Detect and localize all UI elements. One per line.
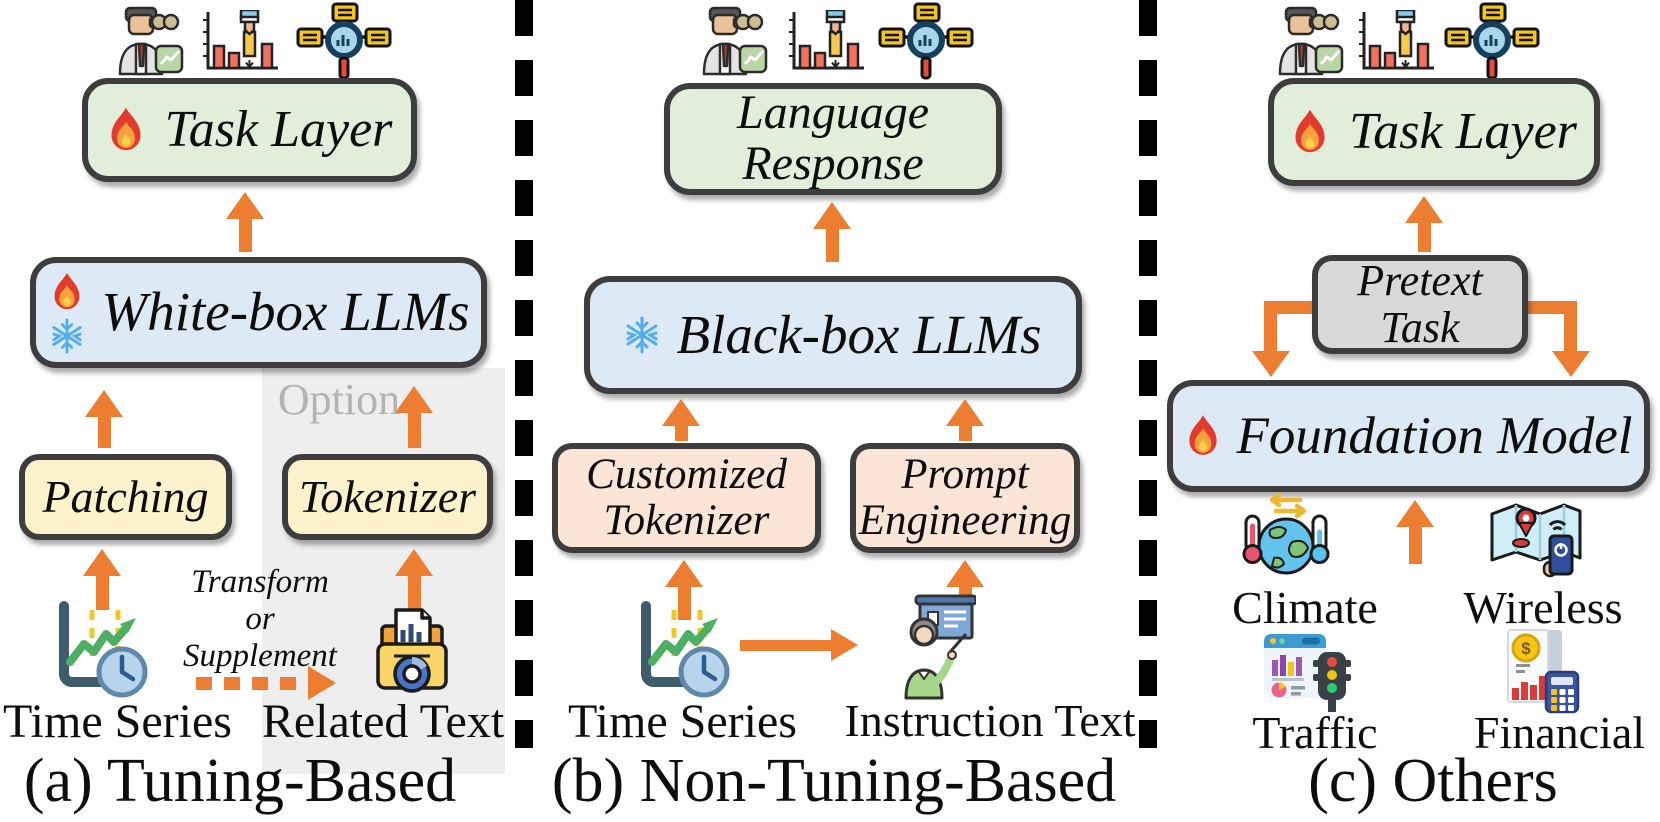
prompt-engineering-line2: Engineering — [858, 497, 1072, 544]
arrow-llm-to-response — [813, 202, 851, 262]
task-layer-label: Task Layer — [164, 101, 393, 159]
arrow-pretext-to-task — [1405, 196, 1443, 252]
anomaly-magnifier-icon — [878, 2, 974, 80]
elbow-arrow-right-horizontal — [1524, 301, 1577, 314]
white-box-llms-box: White-box LLMs — [30, 257, 487, 368]
wireless-icon — [1488, 498, 1584, 580]
foundation-model-box: Foundation Model — [1167, 380, 1650, 492]
caption-others: (c) Others — [1308, 747, 1558, 815]
white-box-llms-label: White-box LLMs — [101, 281, 470, 343]
black-box-llms-label: Black-box LLMs — [676, 303, 1042, 365]
arrow-llm-to-task — [226, 192, 264, 252]
climate-label: Climate — [1232, 582, 1378, 633]
panel-divider-right — [1139, 0, 1157, 748]
language-response-line2: Response — [742, 137, 924, 190]
instruction-person-icon — [886, 592, 976, 700]
transform-supplement-note: Transform or Supplement — [168, 564, 352, 675]
elbow-arrow-left-vertical — [1264, 301, 1277, 353]
climate-icon — [1240, 492, 1332, 580]
wireless-label: Wireless — [1463, 582, 1623, 633]
pretext-task-box: Pretext Task — [1312, 255, 1528, 354]
foundation-model-label: Foundation Model — [1236, 406, 1633, 465]
elbow-arrow-right-head — [1552, 351, 1590, 377]
financial-label: Financial — [1473, 707, 1646, 758]
elbow-arrow-right-vertical — [1564, 301, 1577, 353]
customized-tokenizer-box: Customized Tokenizer — [552, 443, 821, 553]
transform-note-line2: or — [245, 600, 275, 637]
time-series-label: Time Series — [3, 695, 232, 748]
arrow-patching-to-llm — [85, 390, 123, 448]
instruction-text-label: Instruction Text — [844, 695, 1136, 746]
task-layer-box: Task Layer — [82, 78, 417, 182]
time-series-icon — [52, 598, 152, 700]
pretext-task-line2: Task — [1380, 302, 1460, 352]
traffic-label: Traffic — [1252, 707, 1378, 758]
prompt-engineering-box: Prompt Engineering — [850, 443, 1080, 553]
arrow-domains-to-foundation — [1396, 500, 1434, 564]
imputation-chart-icon — [786, 10, 868, 74]
customized-tokenizer-line1: Customized — [586, 451, 787, 499]
panel-divider-left — [515, 0, 533, 748]
arrow-prompt-to-blackbox — [946, 399, 984, 441]
customized-tokenizer-line2: Tokenizer — [603, 497, 770, 544]
related-text-icon — [372, 602, 452, 696]
option-label: Option — [277, 375, 401, 424]
financial-icon — [1498, 626, 1582, 714]
option-region — [262, 368, 505, 774]
arrow-tokenizer-to-blackbox — [662, 399, 700, 441]
analyst-icon — [694, 6, 770, 76]
patching-box: Patching — [19, 454, 232, 540]
fire-icon — [107, 105, 145, 155]
language-response-box: Language Response — [664, 83, 1002, 195]
patching-label: Patching — [42, 470, 209, 522]
fire-icon — [1185, 413, 1221, 459]
caption-non-tuning-based: (b) Non-Tuning-Based — [551, 747, 1117, 815]
pretext-task-line1: Pretext — [1357, 255, 1483, 305]
black-box-llms-box: Black-box LLMs — [584, 276, 1082, 394]
analyst-icon — [110, 6, 186, 76]
time-series-label: Time Series — [568, 695, 797, 748]
caption-tuning-based: (a) Tuning-Based — [23, 747, 457, 815]
snowflake-icon — [624, 315, 660, 355]
imputation-chart-icon — [1356, 10, 1438, 74]
fire-icon — [1291, 107, 1329, 157]
language-response-line1: Language — [737, 86, 929, 140]
anomaly-magnifier-icon — [1444, 2, 1540, 80]
traffic-icon — [1262, 626, 1352, 714]
transform-note-line1: Transform — [191, 564, 329, 600]
analyst-icon — [1270, 6, 1346, 76]
dashed-arrow-transform — [196, 666, 336, 700]
task-layer-label: Task Layer — [1349, 103, 1577, 161]
arrow-timeseries-to-instruction — [740, 629, 858, 661]
arrow-timeseries-to-tokenizer — [665, 560, 703, 620]
arrow-timeseries-to-patching — [83, 549, 121, 610]
task-layer-box: Task Layer — [1268, 78, 1600, 186]
fire-icon — [50, 271, 84, 313]
tokenizer-box: Tokenizer — [282, 454, 493, 540]
related-text-label: Related Text — [261, 695, 505, 748]
time-series-icon — [634, 598, 734, 700]
elbow-arrow-left-head — [1252, 351, 1290, 377]
anomaly-magnifier-icon — [296, 2, 392, 80]
prompt-engineering-line1: Prompt — [901, 451, 1029, 499]
arrow-tokenizer-to-llm — [395, 386, 433, 448]
tokenizer-label: Tokenizer — [298, 470, 477, 522]
imputation-chart-icon — [200, 10, 282, 74]
arrow-relatedtext-to-tokenizer — [395, 549, 433, 610]
elbow-arrow-left-horizontal — [1264, 301, 1316, 314]
snowflake-icon — [50, 317, 84, 355]
